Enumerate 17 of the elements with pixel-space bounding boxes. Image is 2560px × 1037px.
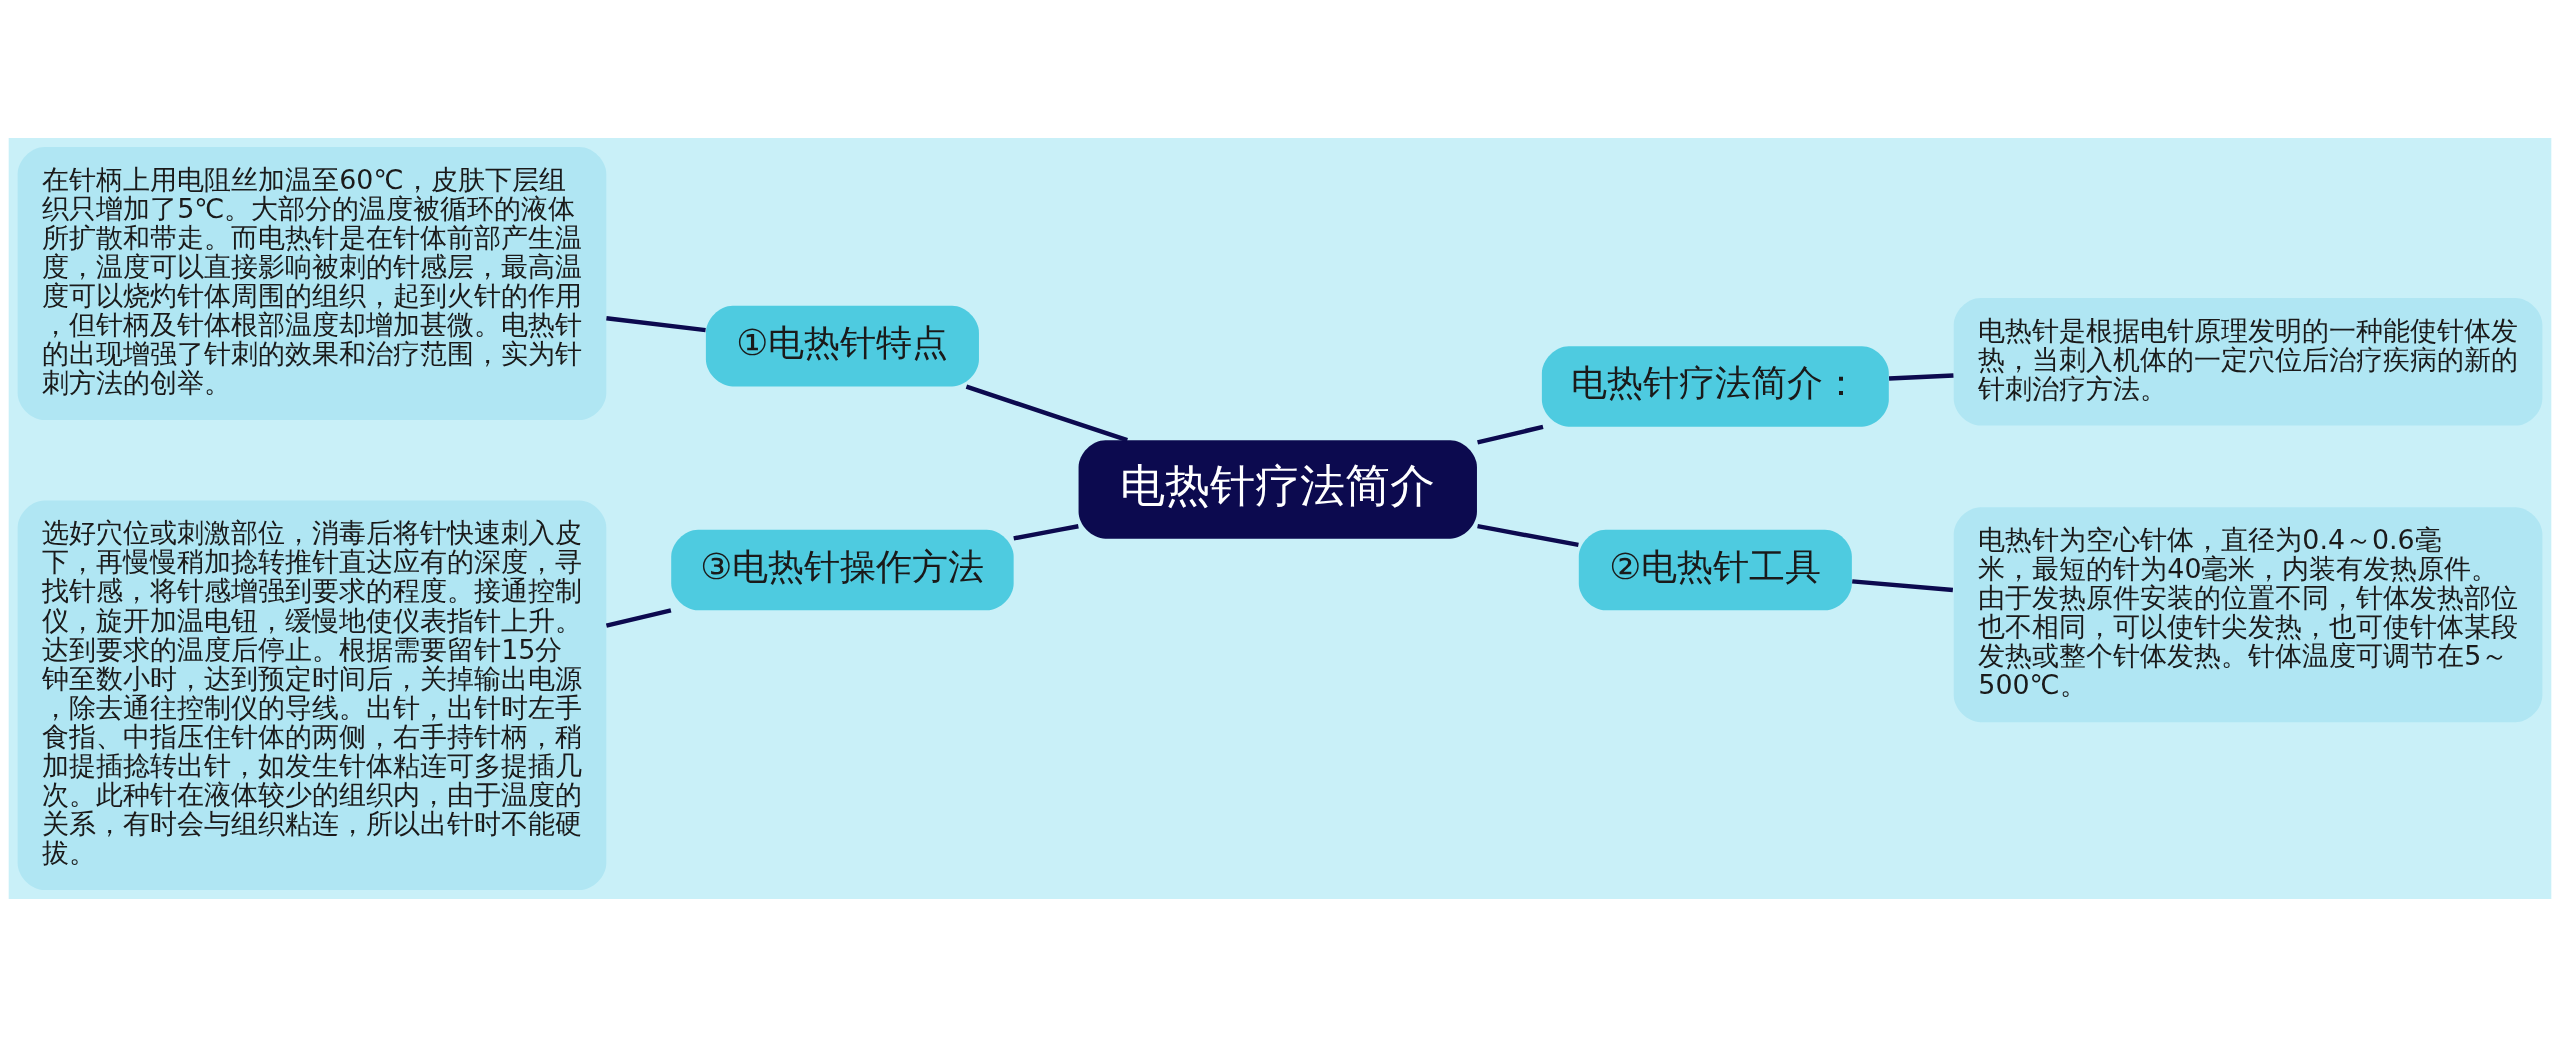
node-box: 电热针是根据电针原理发明的一种能使针体发热，当刺入机体的一定穴位后治疗疾病的新的针刺治疗方法。	[1953, 298, 2543, 426]
node-box: 电热针为空心针体，直径为0.4～0.6毫米，最短的针为40毫米，内装有发热原件。由于发热原件安装的位置不同，针体发热部位也不相同，可以使针尖发热，也可使针体某段发热或整个针体发热。针体温度可调节在5～500℃。	[1953, 507, 2543, 723]
connector	[1013, 524, 1079, 541]
node-box: 选好穴位或刺激部位，消毒后将针快速刺入皮下，再慢慢稍加捻转推针直达应有的深度，寻找针感，将针感增强到要求的程度。接通控制仪，旋开加温电钮，缓慢地使仪表指针上升。达到要求的温度后停止。根据需要留针15分钟至数小时，达到预定时间后，关掉输出电源，除去通往控制仪的导线。出针，出针时左手食指、中指压住针体的两侧，右手持针柄，稍加提插捻转出针，如发生针体粘连可多提插几次。此种针在液体较少的组织内，由于温度的关系，有时会与组织粘连，所以出针时不能硬拔。	[17, 500, 607, 891]
node-box: 在针柄上用电阻丝加温至60℃，皮肤下层组织只增加了5℃。大部分的温度被循环的液体所扩散和带走。而电热针是在针体前部产生温度，温度可以直接影响被刺的针感层，最高温度可以烧灼针体周围的组织，起到火针的作用，但针柄及针体根部温度却增加甚微。电热针的出现增强了针刺的效果和治疗范围，实为针刺方法的创举。	[17, 146, 607, 420]
node-box: 电热针疗法简介：	[1541, 346, 1889, 427]
connector	[605, 608, 672, 628]
connector	[1477, 523, 1579, 548]
connector	[1888, 373, 1954, 381]
node-box: ③电热针操作方法	[671, 529, 1014, 611]
connector	[1477, 424, 1544, 445]
node-box: ①电热针特点	[705, 305, 979, 387]
node-box: 电热针疗法简介	[1078, 440, 1477, 539]
node-box: ②电热针工具	[1578, 529, 1852, 611]
connector	[606, 316, 706, 333]
connector	[1852, 579, 1954, 593]
connector	[965, 384, 1128, 443]
